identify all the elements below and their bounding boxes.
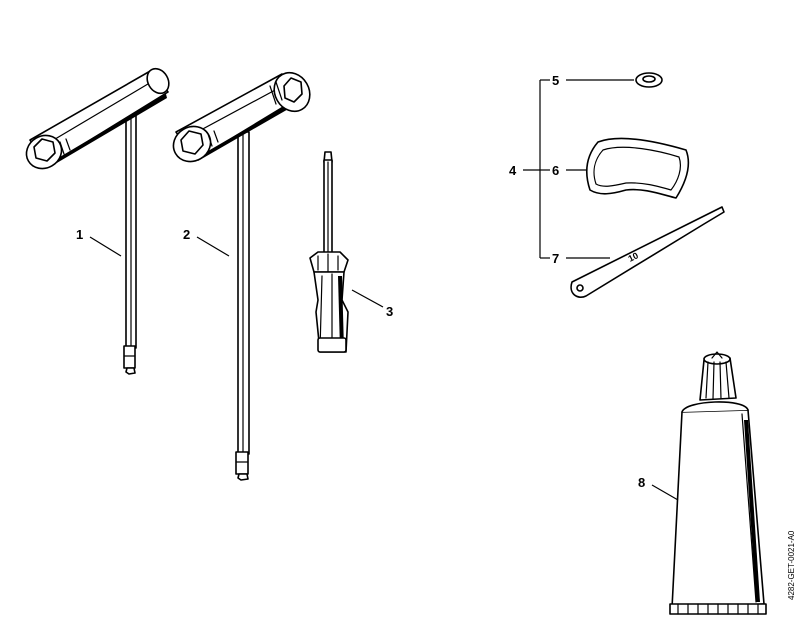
grease-tube-8 — [669, 351, 767, 615]
callout-label-7: 7 — [552, 251, 559, 266]
document-id: 4282-GET-0021-A0 — [787, 530, 796, 600]
callout-label-6: 6 — [552, 163, 559, 178]
gasket-6: 6 — [552, 137, 690, 199]
kit-bracket-4: 4 — [509, 79, 550, 259]
callout-2: 2 — [183, 227, 230, 257]
callout-label-5: 5 — [552, 73, 559, 88]
callout-label-8: 8 — [638, 475, 645, 490]
callout-label-1: 1 — [76, 227, 83, 242]
leader-line-3 — [351, 289, 384, 308]
callout-label-2: 2 — [183, 227, 190, 242]
screwdriver-3 — [309, 151, 349, 353]
callout-label-3: 3 — [386, 304, 393, 319]
callout-1: 1 — [76, 227, 122, 257]
wrench-size-label: 10 — [626, 250, 639, 263]
washer-5: 5 — [552, 72, 663, 88]
combination-wrench-1 — [25, 67, 170, 375]
leader-line-2 — [196, 236, 230, 257]
callout-label-4: 4 — [509, 163, 517, 178]
callout-3: 3 — [351, 289, 393, 319]
leader-line-1 — [89, 236, 122, 257]
strip-wrench-7: 7 10 — [552, 206, 725, 298]
callout-8: 8 — [638, 475, 679, 501]
combination-wrench-2 — [172, 71, 311, 481]
leader-line-8 — [651, 484, 679, 501]
